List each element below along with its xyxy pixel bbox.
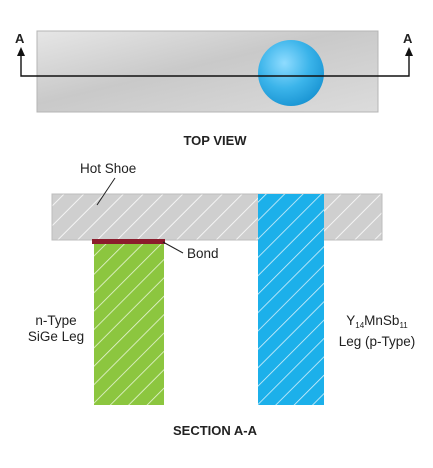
n-leg-label-line1: n-Type (35, 313, 77, 328)
p-leg-formula-mid: MnSb (364, 313, 400, 328)
section-line (20, 56, 410, 77)
section-marker-left: A (15, 31, 25, 46)
section-arrow-right (405, 47, 413, 56)
p-leg-label-line2: Leg (p-Type) (338, 334, 416, 349)
hot-shoe-label: Hot Shoe (80, 161, 137, 176)
section-marker-right: A (403, 31, 413, 46)
hot-shoe (51, 193, 383, 241)
section-caption: SECTION A-A (172, 423, 258, 438)
p-leg-formula-y-sub: 14 (355, 321, 365, 330)
top-view-caption: TOP VIEW (183, 133, 247, 148)
top-view-leg-circle (258, 40, 324, 106)
p-type-leg (258, 194, 324, 405)
n-leg-label: n-Type SiGe Leg (22, 313, 90, 345)
hot-shoe-leader (96, 177, 116, 206)
p-leg-formula-sub2: 11 (399, 321, 408, 330)
section-arrow-left (17, 47, 25, 56)
top-view-plate (36, 30, 379, 113)
bond-layer (92, 239, 165, 244)
bond-leader (162, 241, 184, 254)
n-type-leg (94, 242, 164, 405)
n-leg-label-line2: SiGe Leg (27, 329, 85, 344)
p-leg-label: Y14MnSb11 Leg (p-Type) (329, 313, 425, 350)
p-leg-formula: Y14MnSb11 (329, 313, 425, 334)
bond-label: Bond (187, 246, 219, 261)
p-leg-formula-y: Y (346, 313, 356, 328)
